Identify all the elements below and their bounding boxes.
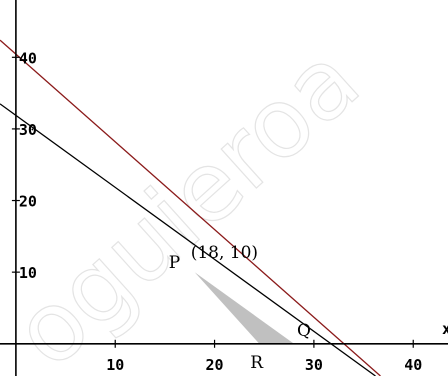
y-tick-label: 10 <box>19 264 37 282</box>
point-label-q: Q <box>297 321 311 341</box>
shaded-region-layer <box>194 272 294 344</box>
x-axis-label: x <box>442 320 448 338</box>
watermark: oguieroa <box>0 24 380 376</box>
y-tick-label: 20 <box>19 193 37 211</box>
x-tick-label: 10 <box>106 356 124 374</box>
series-line-2 <box>0 103 376 376</box>
x-tick-label: 20 <box>206 356 224 374</box>
point-label-r: R <box>250 353 264 373</box>
series-layer <box>0 39 381 376</box>
labels-layer: P Q R (18, 10) <box>169 243 311 373</box>
x-tick-label: 40 <box>404 356 422 374</box>
y-tick-label: 30 <box>19 121 37 139</box>
series-line-1 <box>0 39 381 376</box>
y-tick-label: 40 <box>19 49 37 67</box>
point-label-p: P <box>169 253 180 273</box>
shaded-region <box>194 272 294 344</box>
x-tick-label: 30 <box>305 356 323 374</box>
point-coordinate-annotation: (18, 10) <box>191 243 258 263</box>
